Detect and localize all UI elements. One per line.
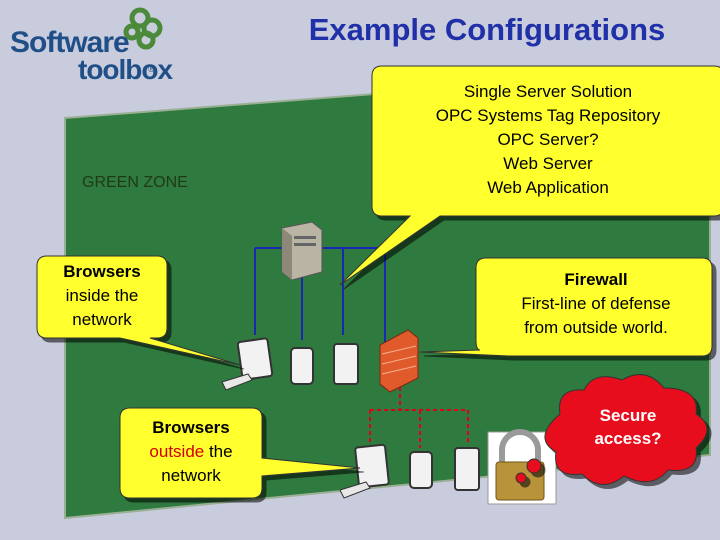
internal-desktop-icon bbox=[221, 337, 274, 391]
page-title: Example Configurations bbox=[308, 12, 666, 47]
outside-callout-line: network bbox=[161, 466, 221, 485]
logo-registered-mark: ® bbox=[148, 64, 155, 74]
server-callout-text: Single Server Solution OPC Systems Tag R… bbox=[380, 80, 716, 200]
outside-browsers-callout-bubble bbox=[119, 407, 361, 499]
firewall-icon bbox=[379, 329, 419, 393]
secure-access-cloud bbox=[515, 374, 708, 485]
outside-tablet-icon bbox=[454, 447, 480, 491]
internal-pda-icon bbox=[290, 347, 314, 385]
outside-emphasis: outside bbox=[149, 442, 205, 461]
server-callout-line: OPC Systems Tag Repository bbox=[435, 106, 661, 125]
software-toolbox-logo-icon bbox=[123, 7, 163, 50]
logo-wordmark-toolbox: toolbox bbox=[78, 54, 173, 85]
secure-access-text: Secure access? bbox=[560, 404, 696, 450]
secure-callout-line: access? bbox=[594, 429, 662, 448]
firewall-callout-bubble bbox=[419, 257, 713, 357]
secure-callout-line: Secure bbox=[599, 406, 657, 425]
internal-tablet-icon bbox=[333, 343, 359, 385]
firewall-callout-line: Firewall bbox=[564, 270, 628, 289]
inside-callout-line: inside the bbox=[65, 286, 139, 305]
server-callout-line: OPC Server? bbox=[497, 130, 599, 149]
outside-network-lines bbox=[369, 380, 469, 448]
outside-browsers-callout-text: Browsers outside the network bbox=[124, 416, 258, 488]
inside-callout-line: network bbox=[72, 310, 132, 329]
inside-browsers-callout-bubble bbox=[36, 255, 241, 366]
outside-callout-line-2: outside the bbox=[124, 440, 258, 464]
logo-wordmark-software: Software bbox=[10, 26, 130, 59]
firewall-callout-text: Firewall First-line of defense from outs… bbox=[484, 268, 708, 340]
inside-browsers-callout-text: Browsers inside the network bbox=[40, 260, 164, 332]
firewall-callout-line: First-line of defense bbox=[521, 294, 671, 313]
inside-callout-line: Browsers bbox=[63, 262, 141, 281]
outside-callout-line-rest: the bbox=[204, 442, 233, 461]
server-callout-line: Web Application bbox=[487, 178, 609, 197]
server-callout-line: Single Server Solution bbox=[463, 82, 633, 101]
server-callout-line: Web Server bbox=[503, 154, 593, 173]
server-callout-bubble bbox=[339, 65, 720, 286]
outside-callout-line: Browsers bbox=[152, 418, 230, 437]
outside-pda-icon bbox=[409, 451, 433, 489]
firewall-callout-line: from outside world. bbox=[524, 318, 668, 337]
server-icon bbox=[281, 221, 323, 281]
green-zone-label: GREEN ZONE bbox=[82, 174, 188, 191]
